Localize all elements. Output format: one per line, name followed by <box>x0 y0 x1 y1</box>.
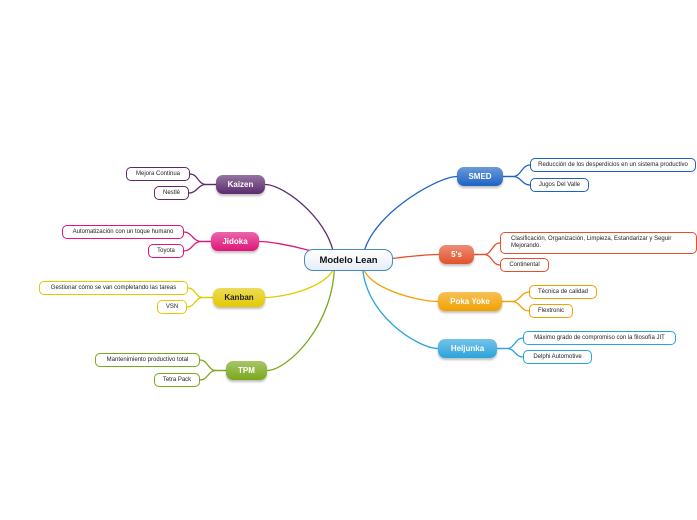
topic-tpm[interactable]: TPM <box>226 361 267 380</box>
subtopic-delphi-automotive[interactable]: Delphi Automotive <box>523 350 592 364</box>
central-topic[interactable]: Modelo Lean <box>304 249 393 271</box>
topic-5s[interactable]: 5's <box>439 245 474 264</box>
subtopic-tetra-pack[interactable]: Tetra Pack <box>154 373 200 387</box>
subtopic-flextronic[interactable]: Flextronic <box>529 304 573 318</box>
connector-kaizen-item-1 <box>188 183 216 194</box>
subtopic-continental[interactable]: Continental <box>500 258 549 272</box>
topic-kaizen[interactable]: Kaizen <box>216 175 265 194</box>
connector-pokayoke-item-0 <box>502 291 530 303</box>
subtopic-maximo-compromiso[interactable]: Máximo grado de compromiso con la filoso… <box>523 331 676 345</box>
topic-jidoka[interactable]: Jidoka <box>211 232 259 251</box>
subtopic-mejora-continua[interactable]: Mejora Continua <box>126 167 190 181</box>
topic-kanban[interactable]: Kanban <box>213 288 265 307</box>
subtopic-nestle[interactable]: Nestlé <box>154 186 189 200</box>
connector-heijunka-item-1 <box>497 347 524 358</box>
subtopic-reduccion-desperdicios[interactable]: Reducción de los desperdicios en un sist… <box>530 158 696 172</box>
connector-smed-item-0 <box>503 164 531 178</box>
connector-tpm-item-1 <box>199 369 226 381</box>
connector-smed-item-1 <box>503 175 531 186</box>
connector-fives-item-1 <box>474 253 501 266</box>
connector-heijunka-item-0 <box>497 337 524 350</box>
connector-jidoka-item-0 <box>183 231 211 243</box>
subtopic-automatizacion[interactable]: Automatización con un toque humano <box>62 225 184 239</box>
subtopic-mantenimiento[interactable]: Mantenimiento productivo total <box>95 353 200 367</box>
subtopic-vsn[interactable]: VSN <box>157 300 187 314</box>
connector-kanban-item-1 <box>186 296 213 308</box>
connector-tpm-item-0 <box>199 359 226 372</box>
connector-heijunka <box>361 262 439 350</box>
subtopic-toyota[interactable]: Toyota <box>148 244 184 258</box>
subtopic-tecnica-calidad[interactable]: Técnica de calidad <box>529 285 597 299</box>
topic-heijunka[interactable]: Heijunka <box>438 339 497 358</box>
topic-smed[interactable]: SMED <box>457 167 503 186</box>
subtopic-gestionar-tareas[interactable]: Gestionar cómo se van completando las ta… <box>39 281 188 295</box>
connector-smed <box>361 175 458 264</box>
connector-fives-item-0 <box>474 242 501 256</box>
connector-kaizen-item-0 <box>189 173 216 186</box>
topic-poka-yoke[interactable]: Poka Yoke <box>438 292 502 311</box>
connector-pokayoke-item-1 <box>502 300 530 312</box>
connector-tpm <box>266 262 336 372</box>
connector-kanban-item-0 <box>187 287 213 299</box>
connector-jidoka-item-1 <box>183 240 211 252</box>
subtopic-clasificacion[interactable]: Clasificación, Organización, Limpieza, E… <box>500 232 697 254</box>
subtopic-jugos-del-valle[interactable]: Jugos Del Valle <box>530 178 589 192</box>
